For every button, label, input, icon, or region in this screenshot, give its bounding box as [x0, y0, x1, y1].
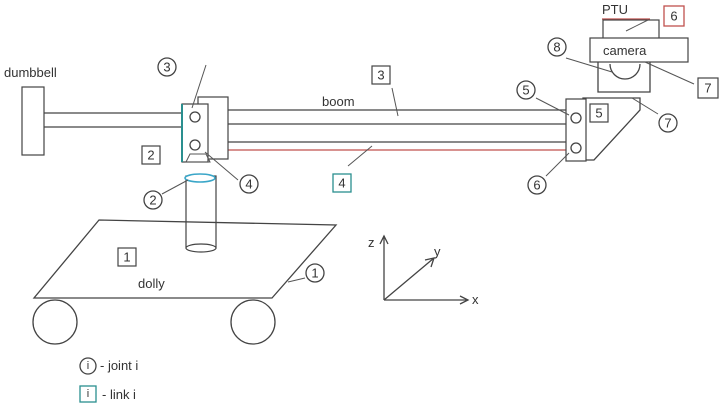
camera-label: camera — [603, 43, 647, 58]
link-4-pointer — [347, 145, 373, 167]
joint-2-pointer — [161, 179, 189, 195]
axis-x-label: x — [472, 292, 479, 307]
joint-3-number: 3 — [163, 60, 170, 75]
link-6-marker: 6 — [663, 5, 685, 27]
link-2-marker: 2 — [141, 145, 161, 165]
joint-7-number: 7 — [664, 116, 671, 131]
joint-7-pointer — [631, 97, 659, 115]
joint-1-marker: 1 — [305, 263, 325, 283]
joint-3-marker: 3 — [157, 57, 177, 77]
joint-8-marker: 8 — [547, 37, 567, 57]
camera-lens — [609, 63, 641, 80]
legend-link-text: - link i — [102, 387, 136, 402]
dumbbell: dumbbell — [4, 65, 184, 156]
legend-joint-symbol — [79, 357, 97, 375]
link-3-marker: 3 — [371, 65, 391, 85]
joint-4-marker: 4 — [239, 174, 259, 194]
end-pivot-upper — [570, 112, 582, 124]
joint-8-pointer — [565, 57, 613, 73]
link-7-marker: 7 — [697, 77, 719, 99]
column-bottom — [185, 243, 217, 253]
legend: i - joint i i - link i — [79, 357, 138, 403]
dolly-label: dolly — [138, 276, 165, 291]
joint-4-pointer — [204, 151, 239, 181]
column-body — [185, 175, 217, 249]
link-4-marker: 4 — [332, 173, 352, 193]
dolly-platform — [32, 219, 338, 299]
joint-1-pointer — [287, 277, 306, 283]
legend-link-symbol — [79, 385, 97, 403]
joint-4-number: 4 — [245, 177, 252, 192]
joint-3-pointer — [191, 64, 207, 109]
legend-link: i - link i — [79, 385, 136, 403]
dumbbell-weight — [21, 86, 45, 156]
joint-7-marker: 7 — [658, 113, 678, 133]
link-3-pointer — [391, 87, 399, 117]
wheel-right — [230, 299, 276, 345]
legend-link-symbol-text: i — [87, 388, 89, 400]
end-block — [535, 97, 641, 177]
joint-8-number: 8 — [553, 40, 560, 55]
wheel-left — [32, 299, 78, 345]
ptu-bracket — [597, 52, 651, 93]
link-1-number: 1 — [123, 250, 130, 265]
central-block-front — [181, 103, 209, 163]
axis-y-label: y — [434, 244, 441, 259]
link-2-number: 2 — [147, 148, 154, 163]
pivot-upper — [189, 111, 201, 123]
joint-2-number: 2 — [149, 193, 156, 208]
joint-markers: 1 2 3 4 5 6 7 8 — [143, 37, 678, 283]
dolly: dolly — [32, 219, 338, 345]
link-7-number: 7 — [704, 81, 711, 96]
axis-x-arrow — [459, 295, 470, 305]
link-4-number: 4 — [338, 176, 345, 191]
axis-z-label: z — [368, 235, 375, 250]
link-5-number: 5 — [595, 106, 602, 121]
camera-body — [589, 37, 689, 63]
end-pivot-lower — [570, 142, 582, 154]
link-7-pointer — [644, 61, 695, 85]
axis-z-arrow — [379, 234, 389, 245]
joint-6-marker: 6 — [527, 175, 547, 195]
axis-y-arrow — [424, 257, 435, 268]
column-top — [184, 173, 216, 183]
link-6-pointer — [625, 19, 649, 32]
boom: boom — [228, 87, 568, 167]
legend-joint: i - joint i — [79, 357, 138, 375]
column — [161, 173, 217, 253]
dumbbell-label: dumbbell — [4, 65, 57, 80]
base-plate — [185, 153, 211, 163]
joint-5-pointer — [535, 97, 570, 116]
axis-y — [383, 257, 435, 301]
link-3-number: 3 — [377, 68, 384, 83]
legend-joint-symbol-text: i — [87, 360, 89, 372]
link-1-marker: 1 — [117, 247, 137, 267]
coordinate-axes: z x y — [368, 234, 479, 307]
joint-2-marker: 2 — [143, 190, 163, 210]
joint-1-number: 1 — [311, 266, 318, 281]
ptu-body — [602, 19, 660, 41]
link-markers: 1 2 3 4 5 6 7 — [117, 5, 719, 267]
ptu-label: PTU — [602, 2, 628, 17]
legend-joint-text: - joint i — [100, 358, 138, 373]
link-5-marker: 5 — [589, 103, 609, 123]
joint-6-pointer — [545, 152, 570, 177]
link-6-number: 6 — [670, 9, 677, 24]
central-block — [181, 64, 239, 181]
joint-5-marker: 5 — [516, 80, 536, 100]
boom-label: boom — [322, 94, 355, 109]
ptu-assembly: PTU camera — [565, 2, 695, 115]
end-block-front — [565, 98, 587, 162]
pivot-lower — [189, 139, 201, 151]
joint-6-number: 6 — [533, 178, 540, 193]
joint-5-number: 5 — [522, 83, 529, 98]
